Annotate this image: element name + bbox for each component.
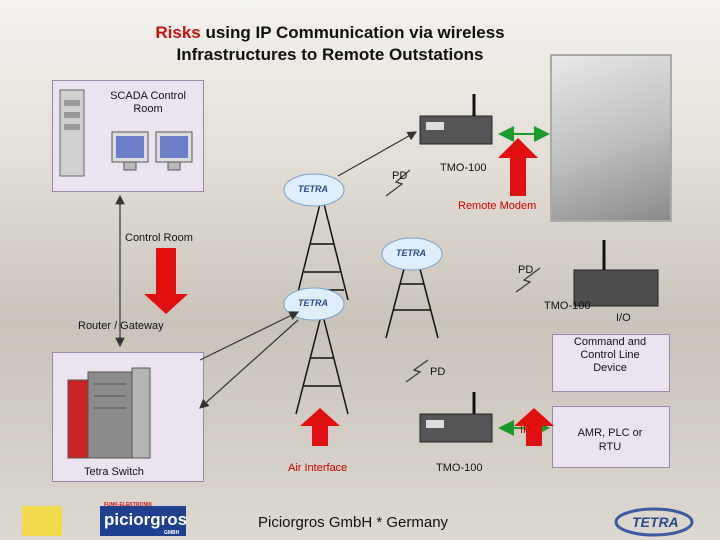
tetra-cloud-right-label: TETRA: [396, 248, 426, 258]
tower-left-icon: [295, 195, 349, 301]
lightning-top: [385, 169, 411, 197]
router-gateway-label: Router / Gateway: [78, 320, 164, 332]
amr-box: [552, 406, 670, 468]
tetra-cloud-left-label: TETRA: [298, 184, 328, 194]
logo-text: piciorgros: [104, 510, 188, 529]
lightning-right: [515, 267, 541, 293]
slide-title: Risks using IP Communication via wireles…: [155, 23, 505, 64]
router-cloud-link: [199, 311, 300, 361]
modem-top-icon: [419, 94, 493, 145]
tetra-cloud-right: [381, 237, 443, 271]
tmo-right-label: TMO-100: [544, 300, 591, 312]
switch-cloud-link: [199, 319, 299, 409]
scada-label: SCADA Control Room: [110, 90, 186, 115]
command-device-box: [552, 334, 670, 392]
tower-right-icon: [385, 237, 439, 339]
tetra-cloud-left: [283, 173, 345, 207]
server-icon: [59, 89, 85, 177]
tetra-cloud-bottom-label: TETRA: [298, 298, 328, 308]
crest-logo: [22, 506, 62, 536]
ip-label: IP: [520, 424, 531, 436]
tetra-logo-text: TETRA: [632, 514, 679, 530]
piciorgros-logo: [100, 506, 186, 536]
amr-label: AMR, PLC or RTU: [577, 427, 643, 453]
control-room-label: Control Room: [125, 232, 193, 244]
tmo-bottom-label: TMO-100: [436, 462, 483, 474]
tmo-top-label: TMO-100: [440, 162, 487, 174]
pd-top-label: PD: [392, 170, 408, 182]
tetra-switch-icon: [67, 367, 151, 459]
footer-text: Piciorgros GmbH * Germany: [258, 514, 449, 531]
remote-modem-label: Remote Modem: [458, 200, 537, 212]
io-label: I/O: [616, 312, 631, 324]
pole-photo: [550, 54, 672, 222]
logo-sub: GMBH: [164, 530, 180, 536]
io-device-icon: [573, 240, 659, 307]
monitor-icon: [111, 131, 193, 171]
tetra-footer-logo: [614, 507, 694, 537]
pd-right-label: PD: [518, 264, 534, 276]
tetra-switch-label: Tetra Switch: [84, 466, 144, 478]
red-arrow-top: [498, 138, 538, 196]
tower-bottom-icon: [295, 311, 349, 415]
red-arrow-bottom: [300, 408, 340, 446]
lightning-middle: [405, 359, 429, 383]
logo-tagline: FUNK-ELEKTRONIK: [104, 502, 153, 508]
cloud-modem-link: [337, 131, 418, 177]
red-arrow-right: [514, 408, 554, 446]
pd-middle-label: PD: [430, 366, 446, 378]
red-arrow-left: [144, 248, 188, 314]
modem-bottom-icon: [419, 392, 493, 443]
command-device-label: Command and Control Line Device: [573, 336, 647, 374]
air-interface-label: Air Interface: [288, 462, 348, 474]
